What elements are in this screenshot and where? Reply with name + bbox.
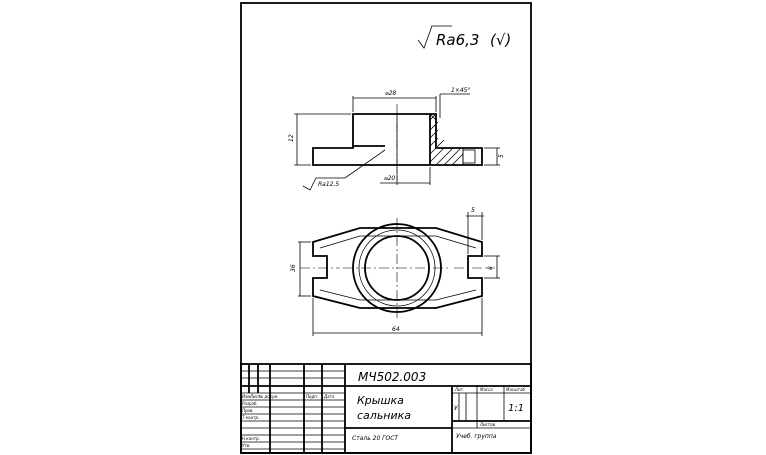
letter-value: У bbox=[454, 405, 458, 412]
top-view: 36 8 5 64 bbox=[290, 207, 500, 336]
scale-value: 1:1 bbox=[508, 403, 524, 414]
part-name-line1: Крышка bbox=[357, 394, 404, 407]
dim-length: 64 bbox=[392, 326, 400, 333]
label-sheets: Листов bbox=[479, 422, 496, 427]
organization-line1: Учеб. группа bbox=[456, 433, 497, 440]
section-hatching bbox=[429, 113, 464, 166]
title-block: Изм. Лист № докум. Подп. Дата Разраб. Пр… bbox=[240, 363, 532, 454]
front-view: ⌀28 1×45° 12 5 ⌀20 Ra12,5 bbox=[288, 87, 505, 191]
label-data: Дата bbox=[323, 394, 335, 399]
label-mass: Масса bbox=[480, 387, 493, 392]
dim-slot-depth: 5 bbox=[471, 207, 475, 214]
surface-finish-bracket: (√) bbox=[490, 31, 511, 49]
role-utv: Утв. bbox=[242, 443, 250, 448]
dim-chamfer: 1×45° bbox=[451, 87, 470, 94]
dim-top-diameter: ⌀28 bbox=[385, 90, 396, 97]
label-podp: Подп. bbox=[306, 394, 318, 399]
dim-width: 36 bbox=[290, 264, 297, 272]
label-izm: Изм. bbox=[242, 394, 251, 399]
dim-height: 12 bbox=[288, 134, 295, 142]
doc-number: МЧ502.003 bbox=[358, 370, 426, 384]
surface-finish-symbol: Ra6,3 (√) bbox=[417, 25, 511, 49]
label-list: Лист bbox=[249, 394, 261, 399]
role-tkontr: Т.контр. bbox=[242, 415, 259, 420]
top-view-contour bbox=[312, 227, 483, 309]
front-view-contour bbox=[312, 113, 483, 166]
dim-flange: 5 bbox=[498, 154, 505, 158]
surface-finish-value: Ra6,3 bbox=[436, 31, 479, 49]
material: Сталь 20 ГОСТ bbox=[352, 435, 399, 442]
label-scale: Масштаб bbox=[506, 387, 526, 392]
dim-slot: 8 bbox=[487, 266, 494, 270]
part-name-line2: сальника bbox=[357, 409, 411, 422]
label-doc: № докум. bbox=[258, 394, 279, 399]
role-razrab: Разраб. bbox=[242, 401, 258, 406]
label-lit: Лит. bbox=[454, 387, 464, 392]
roughness-note: Ra12,5 bbox=[318, 181, 339, 188]
dim-bottom-diameter: ⌀20 bbox=[384, 175, 395, 182]
role-nkontr: Н.контр. bbox=[242, 436, 260, 441]
role-prov: Пров. bbox=[242, 408, 254, 413]
